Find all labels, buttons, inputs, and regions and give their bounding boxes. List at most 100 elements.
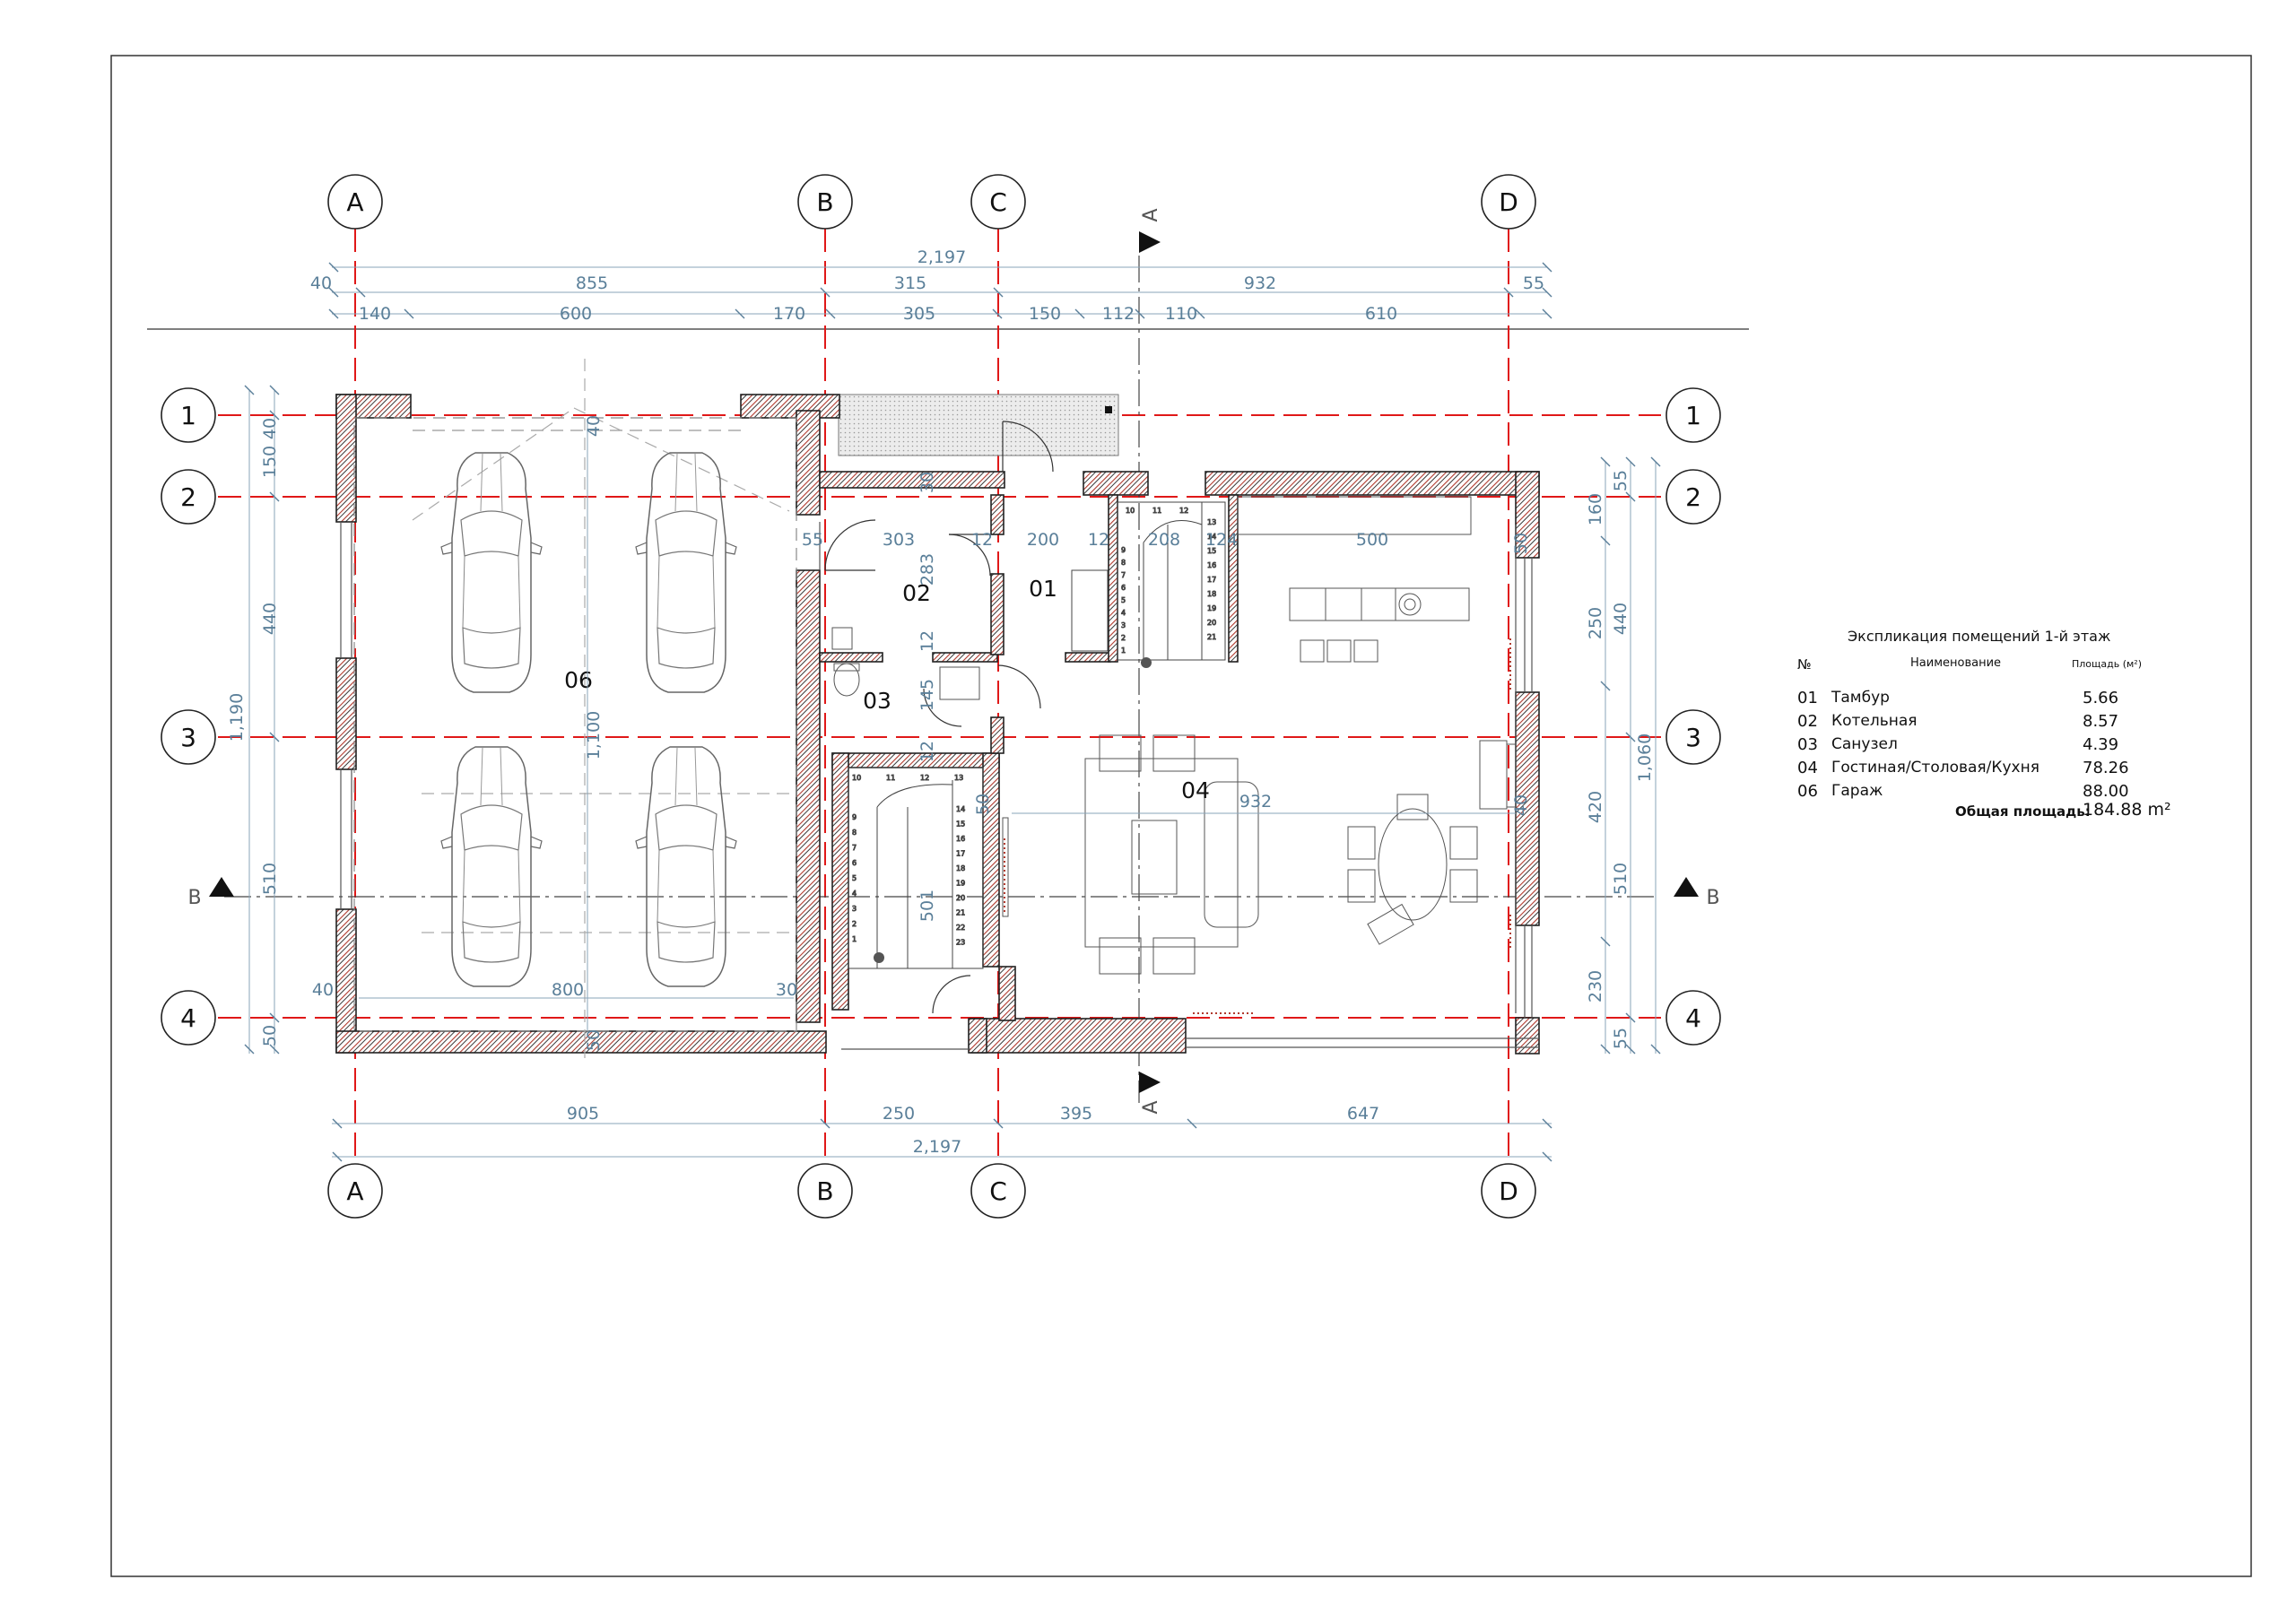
stair-step-label: 9: [1121, 546, 1126, 554]
svg-text:50: 50: [1511, 533, 1531, 554]
svg-text:208: 208: [1148, 530, 1180, 550]
schedule-col-name: Наименование: [1910, 656, 2002, 670]
grid-label-1-right: 1: [1685, 401, 1701, 430]
walls: [335, 394, 1540, 1055]
dim-bottom-overall: 2,197: [913, 1137, 961, 1157]
room-02-label: 02: [902, 580, 931, 606]
kitchen-furniture: [1237, 496, 1517, 810]
dim-left-2: 440: [260, 603, 280, 635]
grid-label-c-top: C: [989, 187, 1007, 217]
schedule-row: 06 Гараж 88.00: [1797, 782, 2129, 801]
schedule-total: Общая площадь: 184.88 m²: [1785, 800, 2197, 823]
svg-text:124: 124: [1205, 530, 1238, 550]
grid-label-a-top: A: [346, 187, 363, 217]
grid-label-d-top: D: [1499, 187, 1518, 217]
dim-left-1: 150: [260, 446, 280, 478]
stair-step-label: 9: [852, 813, 857, 821]
stair-step-label: 3: [852, 905, 857, 913]
stair-step-label: 16: [1207, 561, 1216, 569]
grid-label-a-bottom: A: [346, 1176, 363, 1206]
dim-top-overall: 2,197: [918, 247, 966, 267]
dim-right-c2-1: 250: [1586, 607, 1605, 639]
svg-text:12: 12: [918, 630, 937, 652]
svg-text:12: 12: [1088, 530, 1109, 550]
section-markers: A A B B: [187, 208, 1719, 1114]
dimension-lines-bottom: [332, 1118, 1552, 1162]
dimension-lines-top: [328, 262, 1552, 319]
grid-label-4-right: 4: [1685, 1003, 1701, 1033]
stair-step-label: 23: [956, 939, 965, 947]
dim-top-c1-1: 855: [576, 273, 608, 293]
schedule-row: 01 Тамбур 5.66: [1797, 689, 2119, 707]
svg-text:303: 303: [883, 530, 915, 550]
stair-step-label: 6: [1121, 584, 1126, 592]
stair-step-label: 11: [1152, 507, 1161, 515]
stair-step-label: 21: [1207, 633, 1216, 641]
stair-step-label: 15: [956, 820, 965, 829]
dimension-lines-right: [1600, 456, 1661, 1055]
sheet-frame: [110, 55, 2252, 1577]
dim-right-c1-3: 55: [1611, 1028, 1631, 1049]
stair-step-label: 17: [956, 850, 965, 858]
grid-label-4-left: 4: [180, 1003, 196, 1033]
grid-bubbles-top: A B C D: [327, 174, 1536, 230]
schedule-title: Экспликация помещений 1-й этаж: [1848, 628, 2111, 645]
room-labels: 06 02 01 03 04: [564, 576, 1210, 803]
stair-step-label: 7: [852, 844, 857, 852]
svg-text:55: 55: [802, 530, 823, 550]
bathroom-fixtures: [831, 627, 980, 700]
doors: [824, 421, 1054, 1014]
dim-right-c1-0: 55: [1611, 470, 1631, 491]
stair-step-label: 13: [1207, 518, 1216, 526]
grid-label-b-bottom: B: [816, 1176, 833, 1206]
dim-top-c1-3: 932: [1244, 273, 1276, 293]
schedule-row: 02 Котельная 8.57: [1797, 712, 2119, 731]
stair-step-label: 1: [852, 935, 857, 943]
schedule-col-num: №: [1797, 656, 1812, 673]
room-04-label: 04: [1181, 777, 1210, 803]
dim-right-c1-1: 440: [1611, 603, 1631, 635]
dim-right-c2-0: 160: [1586, 493, 1605, 525]
svg-text:283: 283: [918, 553, 937, 586]
schedule-col-area: Площадь (м²): [2072, 658, 2143, 670]
dim-left-3: 510: [260, 863, 280, 895]
grid-label-3-left: 3: [180, 723, 196, 752]
svg-text:800: 800: [552, 980, 584, 1000]
svg-text:30: 30: [918, 472, 937, 493]
grid-label-2-right: 2: [1685, 482, 1701, 512]
dim-bottom-2: 395: [1060, 1104, 1092, 1124]
dim-right-c2-2: 420: [1586, 791, 1605, 823]
room-06-label: 06: [564, 667, 593, 693]
stair-step-label: 14: [1207, 533, 1216, 541]
dim-top-c2-0: 140: [359, 304, 391, 324]
svg-text:30: 30: [776, 980, 797, 1000]
stair-step-label: 19: [956, 880, 965, 888]
living-furniture: [1002, 734, 1478, 975]
stair-step-label: 10: [1126, 507, 1135, 515]
stair-step-label: 22: [956, 924, 965, 932]
grid-bubbles-bottom: A B C D: [327, 1163, 1536, 1219]
svg-text:932: 932: [1239, 792, 1272, 812]
svg-text:40: 40: [312, 980, 334, 1000]
stair-step-label: 12: [1179, 507, 1188, 515]
svg-text:12: 12: [918, 741, 937, 762]
svg-text:A: A: [1140, 208, 1162, 221]
svg-text:500: 500: [1356, 530, 1388, 550]
dim-right-overall: 1,060: [1635, 733, 1655, 782]
canopy: [838, 394, 1119, 456]
svg-text:12: 12: [971, 530, 993, 550]
stair-step-label: 12: [920, 774, 929, 782]
grid-label-2-left: 2: [180, 482, 196, 512]
stair-step-label: 8: [852, 829, 857, 837]
dim-bottom-0: 905: [567, 1104, 599, 1124]
stair-step-label: 18: [1207, 590, 1216, 598]
stair-step-label: 7: [1121, 571, 1126, 579]
dim-left-0: 40: [260, 418, 280, 439]
stair-step-label: 20: [956, 894, 965, 902]
svg-text:50: 50: [584, 1029, 604, 1051]
dim-left-4: 50: [260, 1025, 280, 1046]
stair-step-label: 4: [852, 890, 857, 898]
stair-step-label: 19: [1207, 604, 1216, 612]
dimension-lines-left: [244, 385, 280, 1055]
